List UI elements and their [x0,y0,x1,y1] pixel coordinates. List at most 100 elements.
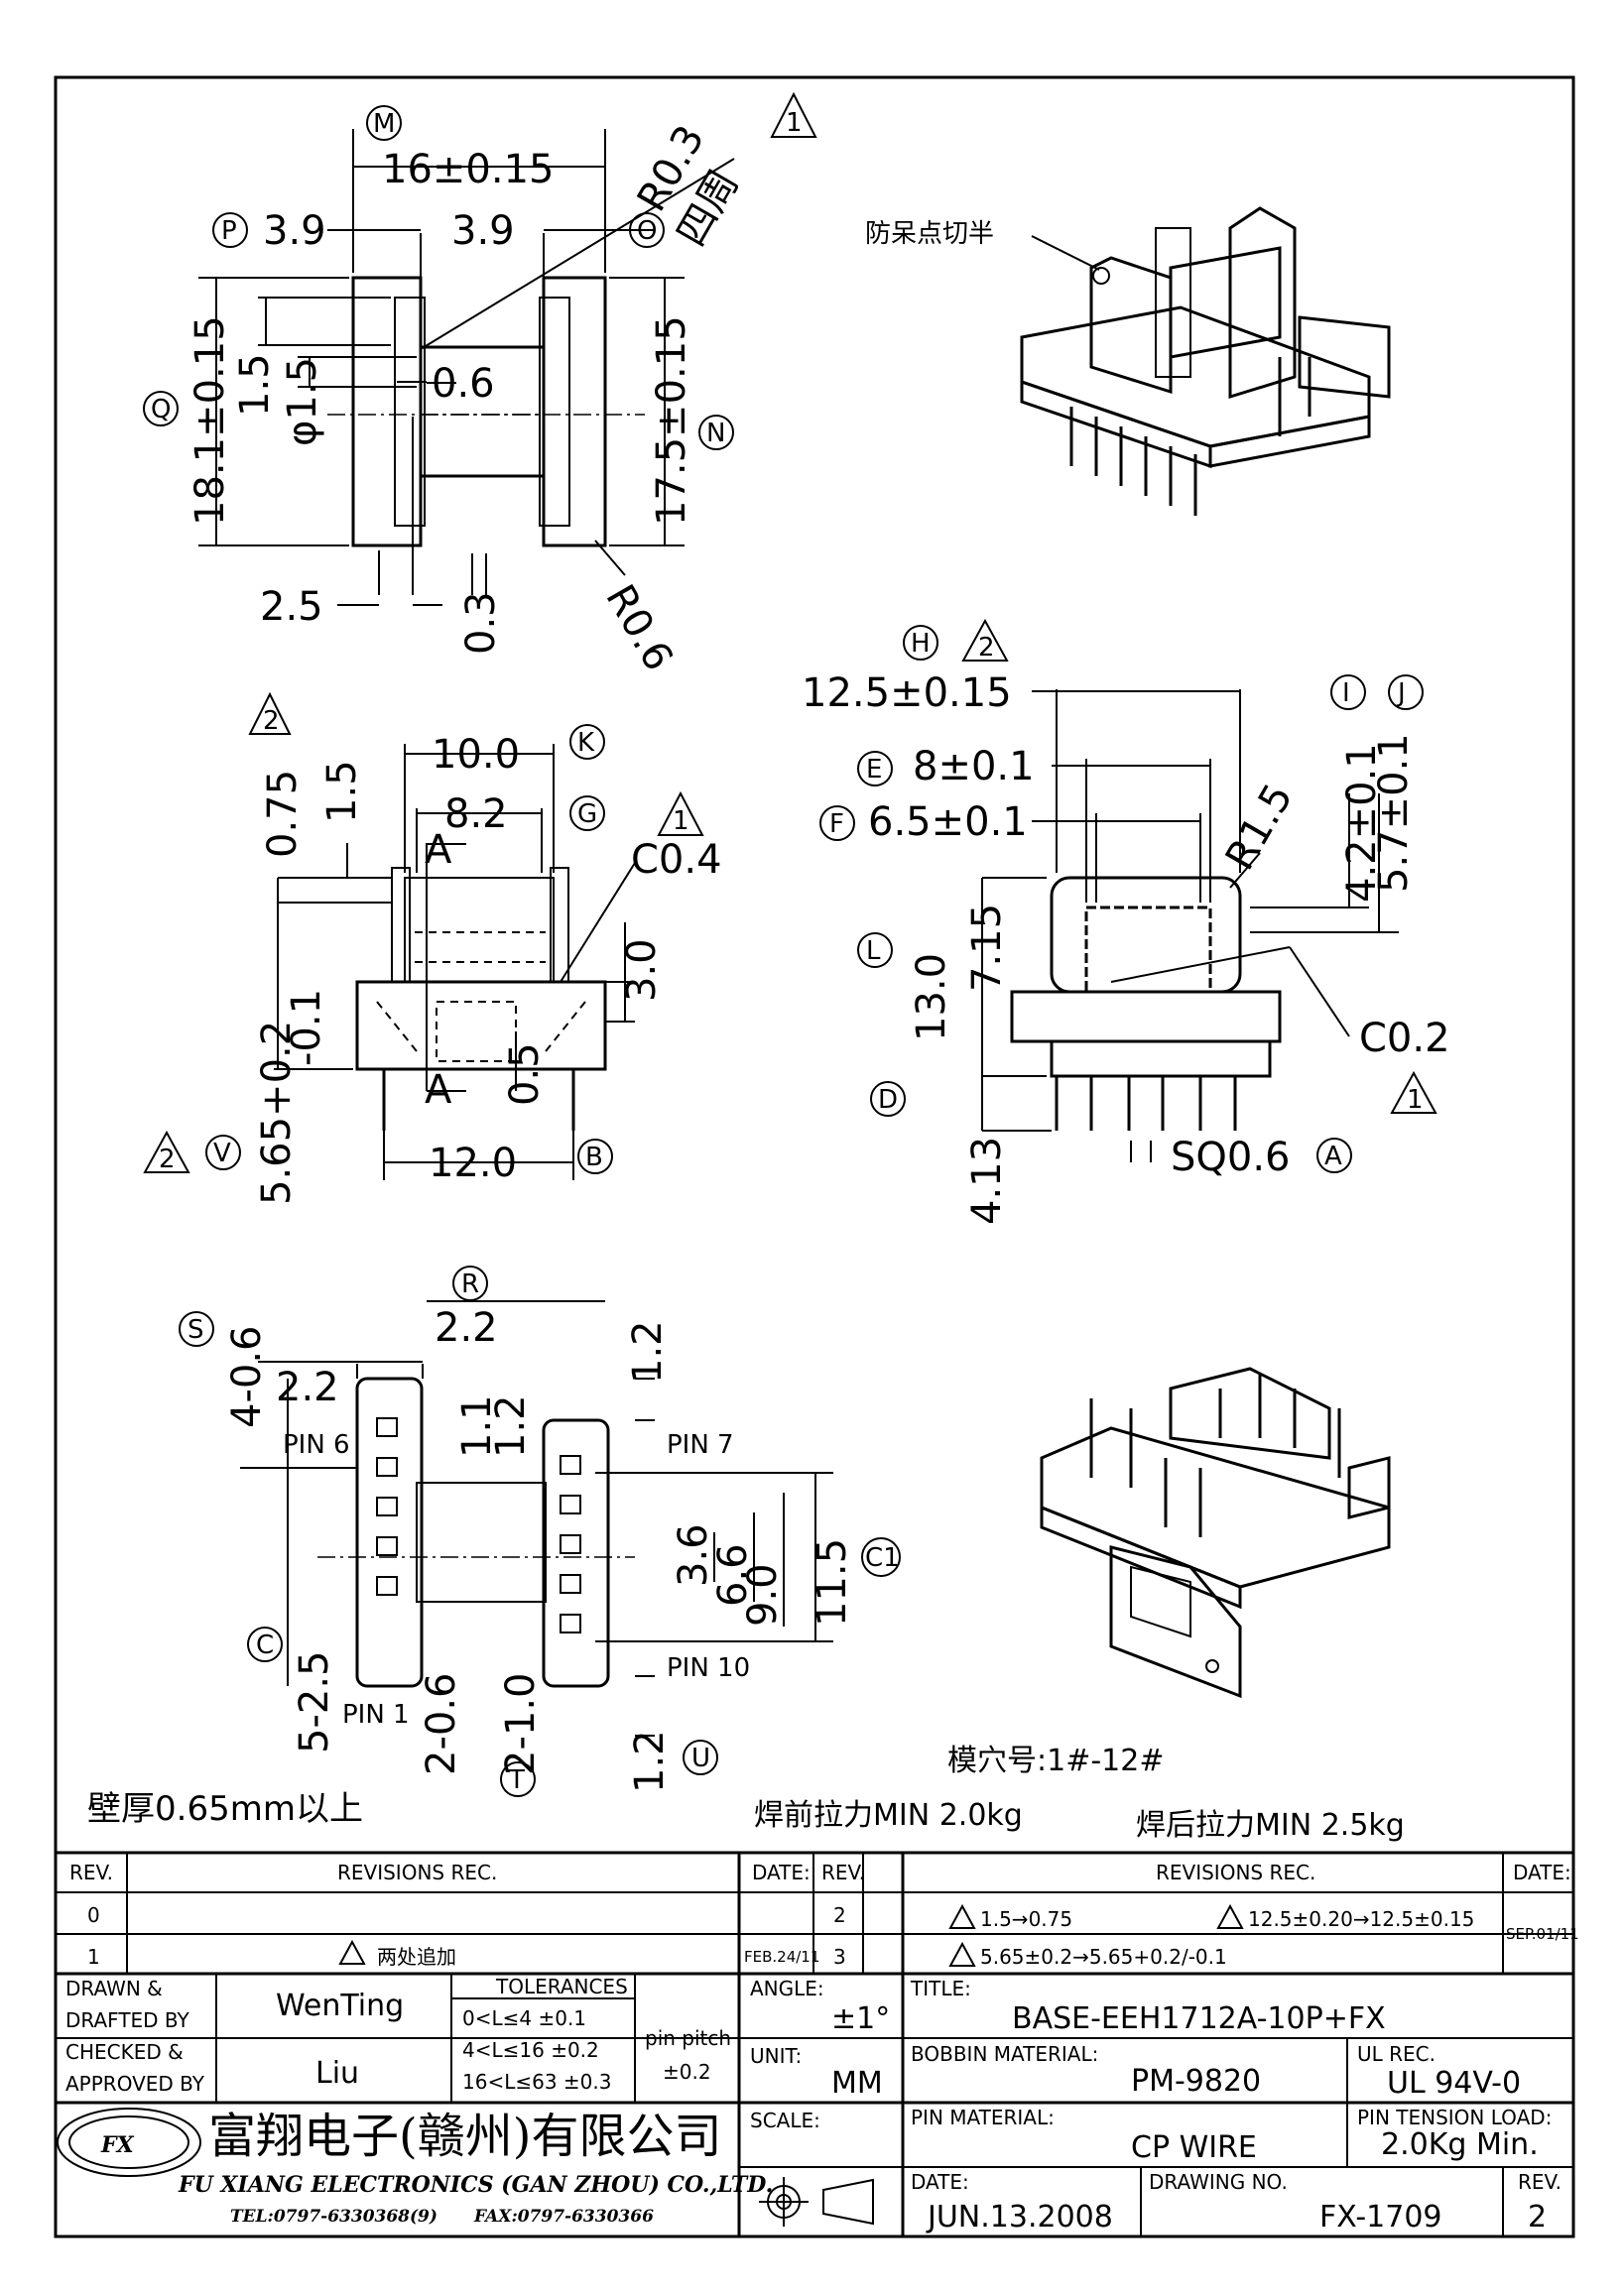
checked-label-2: APPROVED BY [65,2072,205,2096]
svg-text:N: N [706,419,725,448]
callout-3d: 防呆点切半 [865,219,994,249]
svg-text:A: A [1324,1142,1342,1171]
top-dim-2: 3.9 [263,208,326,254]
tol-row-1: 0<L≤4 ±0.1 [462,2006,586,2030]
svg-text:I: I [1342,678,1350,708]
front-dim-7: 7.15 [964,904,1010,992]
side-dim-6: 3.0 [619,938,665,1002]
side-dim-5: C0.4 [631,837,722,883]
scale-label: SCALE: [750,2109,820,2132]
svg-text:1: 1 [786,108,803,138]
iso-view-top [1020,206,1391,516]
rev-left-row0-rev: 0 [87,1903,100,1927]
bottom-dim-6: 1.2 [488,1394,534,1458]
svg-text:P: P [221,216,237,246]
checked-by: Liu [315,2056,359,2091]
ul-value: UL 94V-0 [1387,2066,1521,2101]
svg-text:F: F [829,809,844,839]
pin-pitch-label: pin pitch [645,2026,731,2050]
pin-tension-label: PIN TENSION LOAD: [1357,2106,1552,2129]
pin-material-value: CP WIRE [1131,2130,1257,2165]
pin-pitch: ±0.2 [663,2060,711,2084]
rev-left-row1-rev: 1 [87,1945,100,1969]
bottom-dim-8: 6.6 [710,1543,756,1607]
front-dim-2: 8±0.1 [913,744,1035,789]
drawn-label: DRAWN & [65,1977,163,2000]
svg-text:C: C [256,1631,274,1660]
rev-label: REV. [1518,2170,1562,2194]
logo-text: FX [100,2132,135,2158]
tol-row-3: 16<L≤63 ±0.3 [462,2070,611,2094]
svg-text:Q: Q [151,395,171,424]
rev-left-header-revisions: REVISIONS REC. [337,1861,497,1884]
company-en: FU XIANG ELECTRONICS (GAN ZHOU) CO.,LTD. [178,2172,773,2198]
top-markers: M P O Q N 1 [143,91,817,450]
side-dim-10: 12.0 [429,1141,517,1186]
date-label: DATE: [911,2170,969,2194]
top-dim-8: φ1.5 [280,357,325,446]
rev-left-row1-text: 两处追加 [377,1945,456,1969]
front-dim-9: C0.2 [1359,1016,1450,1061]
svg-text:2: 2 [159,1145,176,1174]
top-dim-10: 17.5±0.15 [649,315,694,526]
svg-text:B: B [585,1143,603,1172]
front-dim-8: 13.0 [909,953,954,1041]
unit: MM [831,2066,883,2101]
bottom-dim-13: 2-1.0 [498,1673,544,1776]
bobbin-value: PM-9820 [1131,2064,1261,2099]
rev-left-header-rev: REV. [69,1861,113,1884]
svg-text:K: K [577,728,595,758]
company-cn: 富翔电子(赣州)有限公司 [208,2109,721,2164]
front-dim-4: R1.5 [1217,777,1303,878]
svg-text:T: T [508,1765,525,1795]
svg-text:E: E [866,755,882,785]
drawn-label-2: DRAFTED BY [65,2008,190,2032]
drawing-no-label: DRAWING NO. [1149,2170,1288,2194]
side-dim-8: -0.1 [284,989,329,1066]
svg-text:2: 2 [978,633,995,663]
side-dim-9: 0.5 [502,1042,548,1106]
bobbin-label: BOBBIN MATERIAL: [911,2042,1098,2066]
date-value: JUN.13.2008 [926,2200,1113,2235]
iso-view-bottom [1040,1367,1391,1699]
angle-label: ANGLE: [750,1977,824,2000]
title-label: TITLE: [910,1977,971,2000]
svg-text:D: D [878,1085,898,1115]
svg-text:V: V [213,1139,231,1168]
bottom-dim-3: 2.2 [435,1305,498,1351]
side-dim-7: 5.65+0.2 [254,1021,300,1205]
front-dim-10: 4.13 [964,1137,1010,1225]
svg-text:1: 1 [1407,1085,1424,1115]
front-markers: H 2 E F I J L D A 1 [819,618,1437,1173]
side-dim-3: 0.75 [260,770,306,858]
rev-right-header-date: DATE: [1513,1861,1571,1884]
title-block [56,1851,1573,2236]
front-dim-5: 4.2±0.1 [1339,743,1385,903]
side-view [274,744,636,1180]
top-dim-13: R0.6 [596,577,682,678]
svg-text:2: 2 [263,706,280,736]
top-dim-6: 18.1±0.15 [187,315,233,526]
top-dim-7: 1.5 [232,353,278,417]
top-dim-11: 2.5 [260,584,323,630]
bottom-dim-11: 5-2.5 [292,1651,337,1754]
rev-left-header-date: DATE: [752,1861,811,1884]
top-dim-3: 3.9 [451,208,515,254]
bottom-dim-10: 11.5 [810,1538,855,1627]
rev-right-row1-rev: 3 [833,1945,846,1969]
front-dim-1: 12.5±0.15 [802,670,1012,716]
rev-right-row0-b: 12.5±0.20→12.5±0.15 [1248,1907,1474,1931]
rev-value: 2 [1528,2200,1547,2235]
pin-1-label: PIN 1 [342,1700,410,1730]
front-view [981,689,1399,1162]
side-section-a-top: A [425,827,452,873]
bottom-dim-12: 2-0.6 [419,1673,464,1776]
svg-text:O: O [637,216,657,246]
pull-after-note: 焊后拉力MIN 2.5kg [1136,1808,1405,1843]
svg-text:H: H [911,629,931,659]
bottom-dim-14: 1.2 [627,1730,673,1793]
pin-10-label: PIN 10 [667,1653,750,1683]
unit-label: UNIT: [750,2044,802,2068]
top-view [198,129,735,606]
front-dim-3: 6.5±0.1 [868,799,1028,845]
